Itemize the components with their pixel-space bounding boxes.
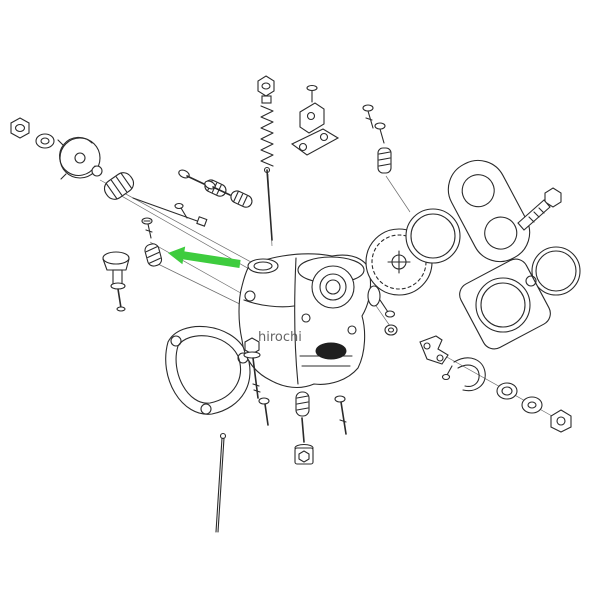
part-float-needle — [215, 432, 227, 533]
part-washer-right-2 — [521, 396, 543, 414]
part-washer-left — [35, 133, 55, 149]
watermark-text: hirochi — [258, 330, 302, 345]
part-linkage-rod — [132, 197, 208, 227]
part-bowl-bolt-b — [258, 397, 270, 426]
part-main-spring — [260, 105, 274, 167]
part-cable-bracket — [290, 84, 340, 156]
part-hex-nut-right — [550, 409, 572, 433]
part-bellcrank-lever — [419, 335, 449, 365]
part-small-screw — [174, 202, 188, 219]
part-pilot-spring — [144, 243, 163, 267]
part-spacer-block — [459, 258, 551, 350]
part-idle-screw-spring — [295, 391, 310, 443]
part-oring-mid — [405, 208, 461, 264]
arrow-shape — [168, 246, 241, 268]
part-tickler-plunger — [102, 251, 130, 312]
part-mounting-bolt — [517, 187, 562, 231]
part-drain-plug — [294, 443, 314, 465]
part-mounting-gasket — [165, 325, 251, 415]
brand-badge — [315, 342, 347, 360]
part-bowl-bolt-a — [243, 337, 261, 399]
part-carburetor-body — [238, 253, 381, 389]
part-hex-nut-left — [10, 117, 30, 139]
annotation-arrow — [168, 246, 241, 268]
part-screw-spring-a — [178, 169, 227, 197]
part-small-washer — [384, 324, 398, 336]
part-coil-spring-left — [103, 172, 135, 200]
part-top-bolt — [257, 75, 275, 104]
part-screw-spring-b — [204, 180, 253, 208]
part-flange-gasket — [447, 159, 531, 263]
part-pilot-screw — [141, 217, 153, 239]
part-return-spring — [377, 147, 392, 174]
part-jet-needle — [263, 166, 273, 241]
part-float-bolt — [334, 395, 347, 435]
part-oring-right — [531, 246, 581, 296]
part-cover-plate — [57, 136, 103, 180]
part-set-screws — [362, 104, 386, 144]
part-band-clamp — [441, 357, 486, 392]
part-shaft-screw — [379, 299, 396, 318]
part-washer-right-1 — [496, 382, 518, 400]
